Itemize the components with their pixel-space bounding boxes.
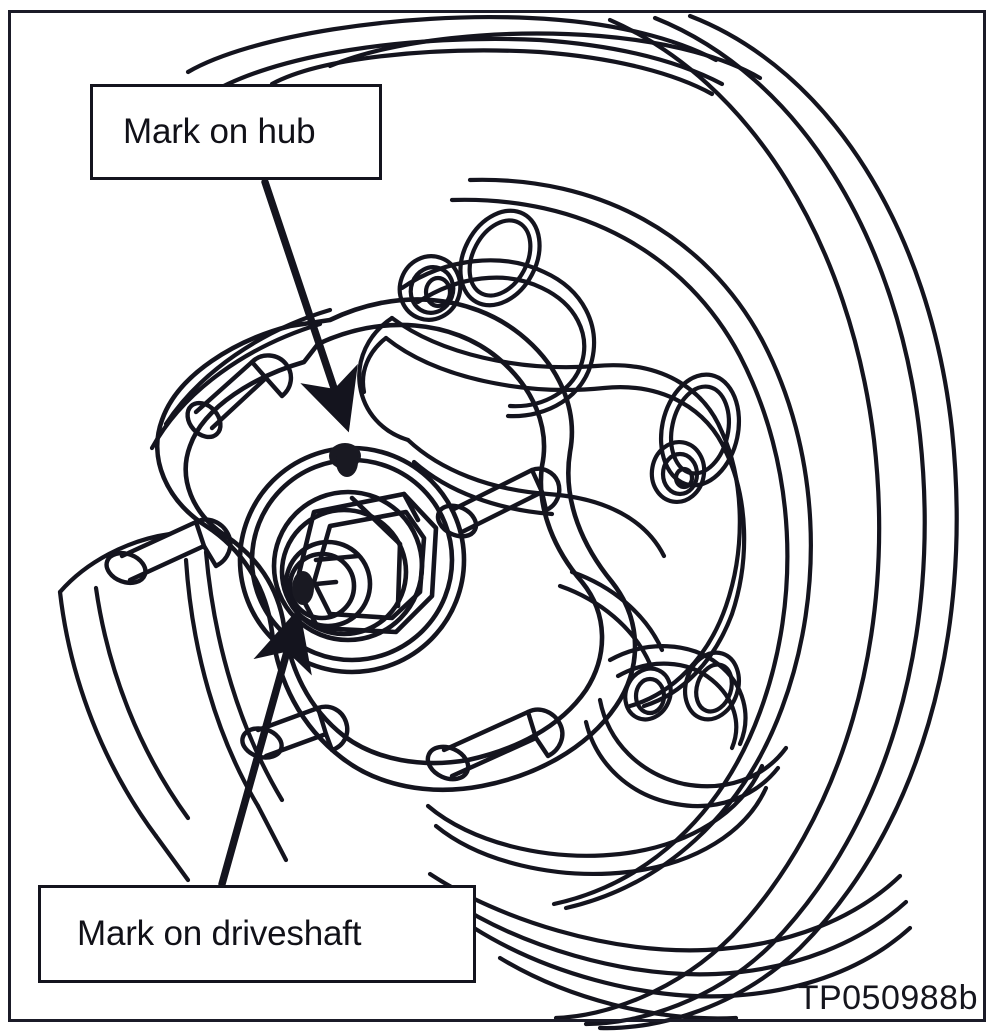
callout-box-mark-on-hub: Mark on hub bbox=[90, 84, 382, 180]
hub-center-rings bbox=[237, 445, 467, 675]
backing-plate-inner-rim bbox=[449, 177, 813, 911]
arrow-mark-on-driveshaft bbox=[218, 607, 312, 888]
figure-code-label: TP050988b bbox=[797, 979, 978, 1017]
wheel-stud-3 bbox=[435, 466, 562, 539]
arrow-mark-on-hub bbox=[261, 178, 358, 433]
callout-box-mark-on-driveshaft: Mark on driveshaft bbox=[38, 885, 476, 983]
wheel-stud-5 bbox=[425, 707, 565, 782]
knuckle-edges bbox=[57, 531, 289, 883]
backing-plate-lower-arcs bbox=[427, 871, 913, 1021]
brake-hardware-overlay bbox=[357, 208, 789, 876]
callout-label-mark-on-hub: Mark on hub bbox=[123, 112, 316, 151]
driveshaft-alignment-mark bbox=[292, 571, 314, 605]
backing-plate-outer-arcs bbox=[553, 13, 959, 1031]
callout-label-mark-on-driveshaft: Mark on driveshaft bbox=[77, 914, 362, 953]
hub-alignment-mark bbox=[329, 443, 361, 477]
wheel-stud-2 bbox=[104, 517, 233, 586]
backing-plate-upper-left-arcs bbox=[185, 14, 763, 99]
wheel-stud-1 bbox=[185, 353, 294, 440]
callout-arrows bbox=[218, 178, 358, 888]
flange-upper-left-edge bbox=[149, 307, 333, 451]
